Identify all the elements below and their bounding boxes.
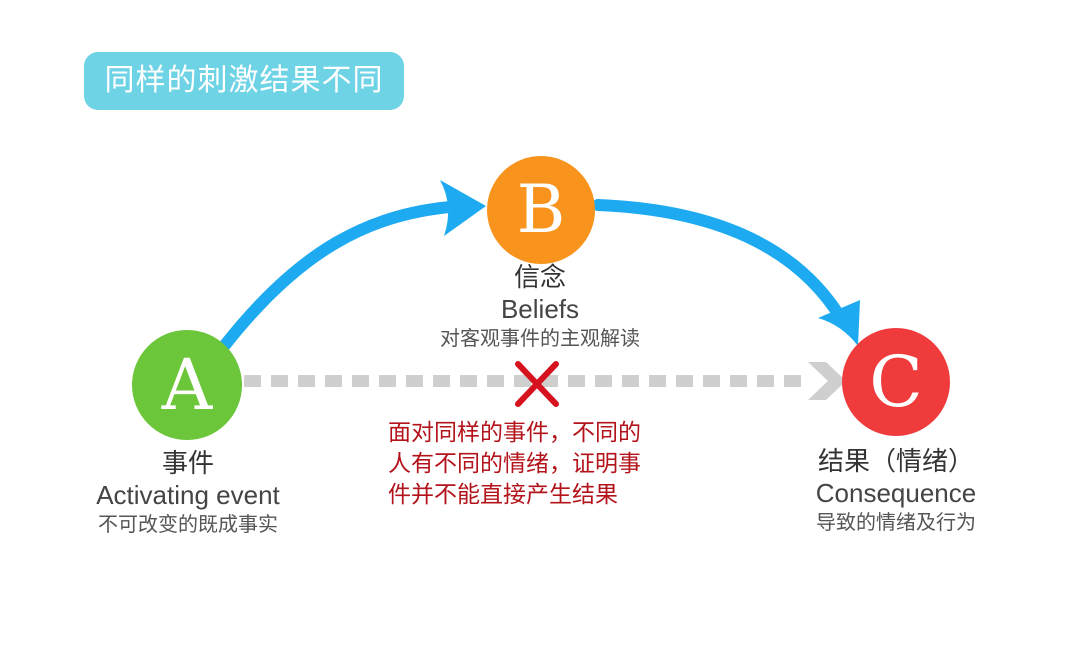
explanation-note: 面对同样的事件，不同的 人有不同的情绪，证明事 件并不能直接产生结果 — [388, 418, 708, 511]
node-a-label: 事件 Activating event 不可改变的既成事实 — [60, 448, 316, 538]
node-b-name-zh: 信念 — [513, 263, 566, 293]
chevron-right-icon — [808, 362, 846, 400]
node-b-label: 信念 Beliefs 对客观事件的主观解读 — [390, 262, 690, 352]
note-line: 面对同样的事件，不同的 — [388, 420, 641, 446]
node-a-desc: 不可改变的既成事实 — [98, 512, 278, 536]
arrow-icon — [818, 300, 860, 346]
node-b-desc: 对客观事件的主观解读 — [440, 326, 640, 350]
node-c-letter: C — [869, 341, 923, 423]
node-b-circle: B — [487, 156, 595, 264]
arc-a-to-b — [219, 200, 468, 351]
node-c-name-zh: 结果（情绪） — [817, 447, 974, 477]
note-line: 人有不同的情绪，证明事 — [388, 451, 641, 477]
node-c-circle: C — [842, 328, 950, 436]
node-b-letter: B — [516, 171, 566, 248]
title-badge: 同样的刺激结果不同 — [84, 52, 404, 110]
arc-b-to-c — [592, 199, 848, 326]
node-c-label: 结果（情绪） Consequence 导致的情绪及行为 — [765, 446, 1027, 536]
note-line: 件并不能直接产生结果 — [388, 482, 618, 508]
arrow-icon — [440, 180, 486, 236]
node-a-name-zh: 事件 — [161, 449, 214, 479]
node-c-name-en: Consequence — [815, 478, 977, 508]
node-a-circle: A — [132, 330, 242, 440]
node-c-desc: 导致的情绪及行为 — [816, 510, 976, 534]
page-title: 同样的刺激结果不同 — [104, 63, 384, 98]
node-b-name-en: Beliefs — [500, 294, 580, 324]
dashed-line-a-to-c — [244, 375, 801, 387]
node-a-name-en: Activating event — [96, 480, 280, 510]
node-a-letter: A — [161, 344, 213, 426]
cross-icon — [515, 361, 559, 407]
